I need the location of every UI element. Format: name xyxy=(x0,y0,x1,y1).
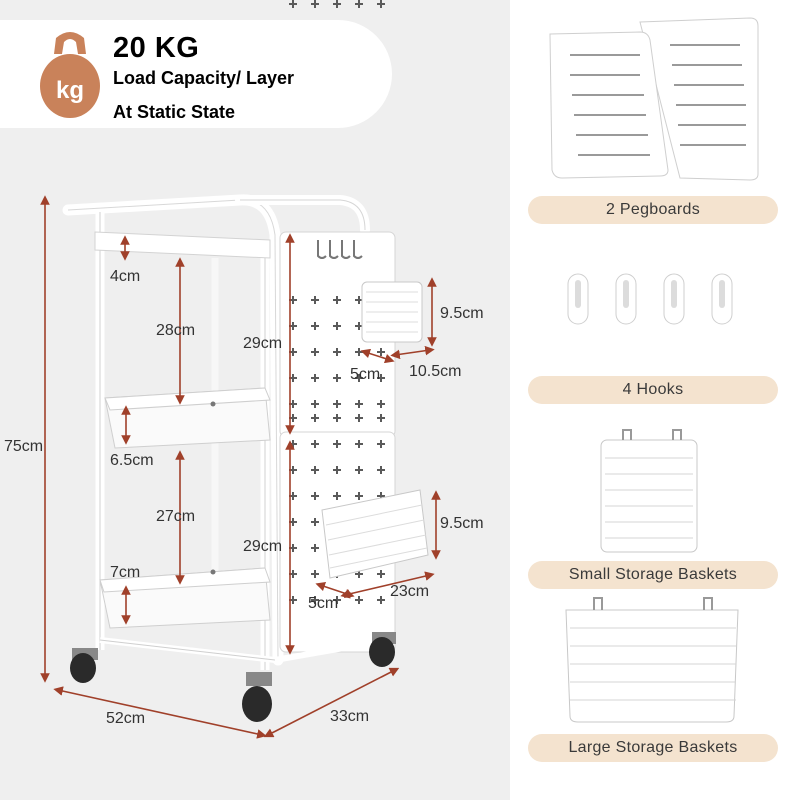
dim-upper-layer: 28cm xyxy=(156,322,196,339)
dim-small-basket-width: 10.5cm xyxy=(409,363,462,380)
dimension-lines xyxy=(40,195,441,739)
hooks-image xyxy=(567,273,733,325)
capacity-value: 20 KG xyxy=(113,32,200,64)
capacity-label: Load Capacity/ Layer xyxy=(113,68,295,88)
top-tray xyxy=(94,231,271,259)
dim-total-height: 75cm xyxy=(4,438,44,455)
capacity-note: At Static State xyxy=(113,102,236,122)
pegboard-holes xyxy=(289,0,385,604)
dim-lower-pegboard: 29cm xyxy=(243,538,283,555)
small-basket-image xyxy=(600,429,698,553)
dim-top-gap: 4cm xyxy=(110,268,141,285)
label-hooks: 4 Hooks xyxy=(528,376,778,404)
label-pegboards: 2 Pegboards xyxy=(528,196,778,224)
large-basket-image xyxy=(565,597,739,723)
dim-small-basket-depth: 5cm xyxy=(350,366,381,383)
dim-large-basket-width: 23cm xyxy=(390,583,430,600)
dim-middle-tray: 6.5cm xyxy=(110,452,154,469)
dim-large-basket-depth: 5cm xyxy=(308,595,339,612)
cart-illustration xyxy=(40,0,441,739)
dim-lower-layer: 27cm xyxy=(156,508,196,525)
kettlebell-icon: kg xyxy=(40,32,100,118)
dim-small-basket-height: 9.5cm xyxy=(440,305,484,322)
kettlebell-label: kg xyxy=(56,77,84,104)
dim-large-basket-height: 9.5cm xyxy=(440,515,484,532)
dim-width: 52cm xyxy=(106,710,146,727)
dim-upper-pegboard: 29cm xyxy=(243,335,283,352)
large-basket xyxy=(321,489,429,579)
label-large-baskets: Large Storage Baskets xyxy=(528,734,778,762)
label-small-baskets: Small Storage Baskets xyxy=(528,561,778,589)
dim-bottom-tray: 7cm xyxy=(110,564,141,581)
pegboard-hooks xyxy=(317,240,363,259)
dim-depth: 33cm xyxy=(330,708,370,725)
pegboards-image xyxy=(549,17,759,181)
